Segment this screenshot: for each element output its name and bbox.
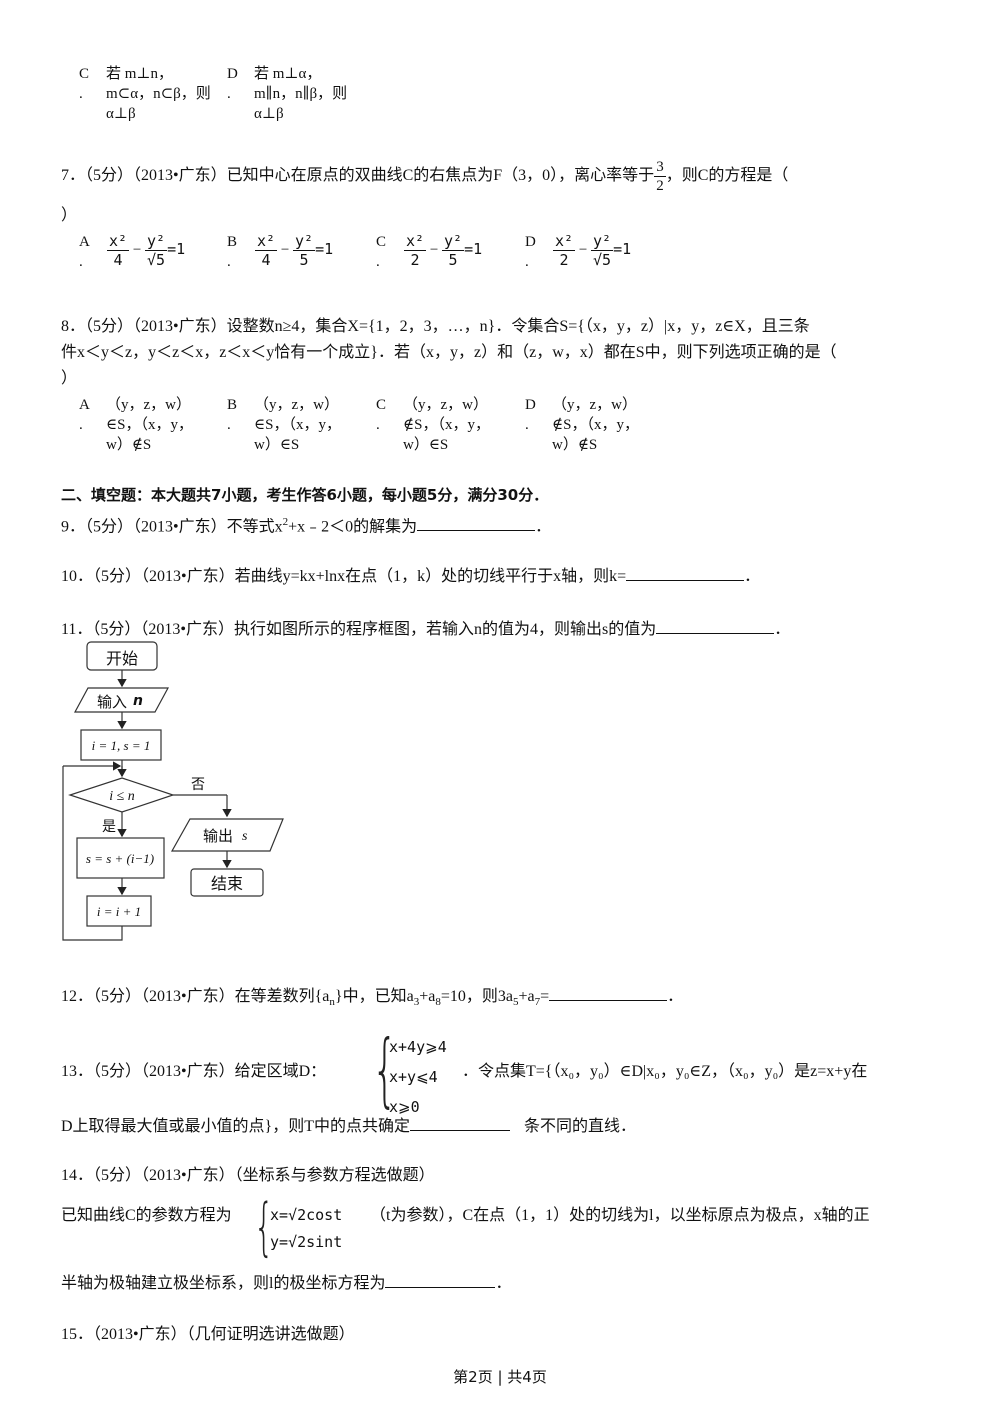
q6-option-c: C . 若 m⊥n， m⊂α，n⊂β，则 α⊥β: [79, 64, 229, 126]
q14-stem-after: （t为参数），C在点（1，1）处的切线为l，以坐标原点为极点，x轴的正: [370, 1207, 870, 1224]
answer-blank[interactable]: [410, 1114, 511, 1131]
answer-blank[interactable]: [385, 1271, 496, 1288]
option-line: m⊂α，n⊂β，则: [106, 86, 211, 102]
flow-update-s-box: [76, 837, 165, 879]
q13-stem-prefix: 13．（5分）（2013•广东）给定区域D：: [61, 1063, 327, 1080]
q13-stem-line2: D上取得最大值或最小值的点}，则T中的点共确定条不同的直线．: [61, 1114, 636, 1137]
q8-option-d: D . （y，z，w） ∉S，（x，y， w）∉S: [525, 397, 639, 453]
flow-update-i-box: [86, 895, 152, 927]
option-line: α⊥β: [254, 106, 284, 122]
q7-close-paren: ）: [61, 207, 78, 224]
q14-system: x=√2cost y=√2sint: [270, 1202, 342, 1256]
q14-header: 14．（5分）（2013•广东）（坐标系与参数方程选做题）: [61, 1167, 435, 1184]
flow-no-label: 否: [191, 777, 205, 793]
q13-system-brace: {: [372, 1023, 398, 1116]
option-dot: .: [227, 86, 231, 102]
q14-equation: x=√2cost: [270, 1206, 343, 1224]
q8-option-b: B . （y，z，w） ∈S，（x，y， w）∈S: [227, 397, 341, 453]
q14-system-brace: {: [254, 1190, 274, 1263]
q8-option-c: C . （y，z，w） ∉S，（x，y， w）∈S: [376, 397, 490, 453]
flow-input-var: n: [133, 693, 143, 709]
q15-header: 15．（2013•广东）（几何证明选讲选做题）: [61, 1326, 355, 1343]
q8-stem-line1: 8．（5分）（2013•广东）设整数n≥4，集合X={1，2，3，…，n}．令集…: [61, 318, 810, 335]
flow-init-label: i = 1, s = 1: [92, 738, 151, 753]
q11-stem: 11．（5分）（2013•广东）执行如图所示的程序框图，若输入n的值为4，则输出…: [61, 617, 790, 640]
option-line: α⊥β: [106, 106, 136, 122]
q13-constraint: x+y⩽4: [389, 1068, 438, 1086]
q7-prefix: 7．（5分）（2013•广东）已知中心在原点的双曲线C的右焦点为F（3，0），离…: [61, 167, 655, 185]
q13-stem-after: ．令点集T={（x₀，y₀）∈D|x₀，y₀∈Z，（x₀，y₀）是z=x+y在: [462, 1063, 868, 1080]
q12-stem: 12．（5分）（2013•广东）在等差数列{an}中，已知a3+a8=10，则3…: [61, 984, 683, 1012]
flow-update-s-label: s = s + (i−1): [86, 851, 154, 866]
option-letter: C: [79, 66, 90, 82]
q8-option-a: A . （y，z，w） ∈S，（x，y， w）∉S: [79, 397, 193, 453]
q13-system: x+4y⩾4 x+y⩽4 x⩾0: [389, 1032, 447, 1122]
q9-stem: 9．（5分）（2013•广东）不等式x2+x﹣2＜0的解集为．: [61, 514, 552, 536]
option-line: 若 m⊥α，: [254, 66, 322, 82]
section-heading: 二、填空题：本大题共7小题，考生作答6小题，每小题5分，满分30分．: [61, 486, 549, 504]
q14-equation: y=√2sint: [270, 1233, 343, 1251]
q7-stem: 7．（5分）（2013•广东）已知中心在原点的双曲线C的右焦点为F（3，0），离…: [61, 158, 788, 195]
flow-start-label: 开始: [106, 649, 138, 668]
flow-input-label: 输入: [97, 693, 127, 711]
flow-end-box: [190, 868, 264, 897]
page-footer: 第2页 | 共4页: [453, 1368, 547, 1386]
q14-stem-line3: 半轴为极轴建立极坐标系，则l的极坐标方程为．: [61, 1271, 511, 1294]
q10-stem: 10．（5分）（2013•广东）若曲线y=kx+lnx在点（1，k）处的切线平行…: [61, 564, 760, 587]
answer-blank[interactable]: [549, 984, 668, 1001]
flow-end-label: 结束: [211, 874, 243, 893]
flow-input-box: [73, 687, 170, 713]
flow-update-i-label: i = i + 1: [97, 904, 141, 919]
flow-output-label: 输出: [203, 827, 233, 845]
option-line: 若 m⊥n，: [106, 66, 174, 82]
q7-suffix: ，则C的方程是（: [665, 167, 789, 185]
answer-blank[interactable]: [417, 514, 536, 532]
option-letter: D: [227, 66, 238, 82]
answer-blank[interactable]: [626, 564, 745, 581]
q6-option-d: D . 若 m⊥α， m∥n，n∥β，则 α⊥β: [227, 64, 387, 126]
program-flowchart: 开始 输入 n i = 1, s = 1 i ≤ n 否 是 输出 s 结束 s…: [62, 641, 284, 941]
flow-init-box: [80, 729, 162, 761]
flow-yes-label: 是: [102, 819, 116, 835]
option-line: m∥n，n∥β，则: [254, 86, 348, 102]
q8-close-paren: ）: [61, 370, 78, 387]
flow-output-box: [170, 818, 284, 852]
q13-constraint: x+4y⩾4: [389, 1038, 447, 1056]
q14-stem-prefix: 已知曲线C的参数方程为: [61, 1207, 232, 1224]
answer-blank[interactable]: [656, 617, 775, 634]
flow-output-var: s: [242, 829, 248, 844]
q8-stem-line2: 件x＜y＜z，y＜z＜x，z＜x＜y恰有一个成立}．若（x，y，z）和（z，w，…: [61, 344, 837, 361]
q13-constraint: x⩾0: [389, 1098, 420, 1116]
flow-condition-label: i ≤ n: [109, 789, 135, 804]
option-dot: .: [79, 86, 83, 102]
